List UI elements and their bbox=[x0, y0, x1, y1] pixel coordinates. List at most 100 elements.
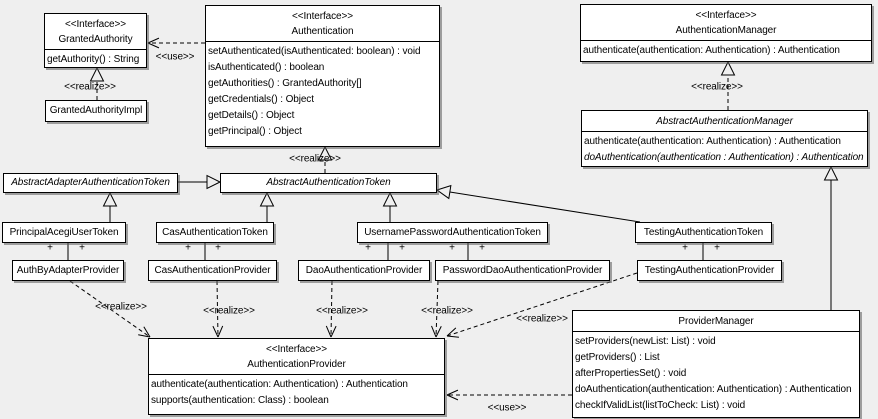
hollow-triangle-arrowhead-icon bbox=[102, 191, 118, 207]
class-title-abstract-authentication-manager: AbstractAuthenticationManager bbox=[582, 111, 867, 131]
class-name: TestingAuthenticationProvider bbox=[644, 264, 775, 276]
method-signature: supports(authentication: Class) : boolea… bbox=[151, 395, 329, 406]
edge-stereotype-label: <<realize>> bbox=[421, 305, 473, 317]
class-title-provider-manager: ProviderManager bbox=[573, 311, 859, 331]
class-title-cas-authentication-provider: CasAuthenticationProvider bbox=[149, 263, 276, 279]
association-role-label: + bbox=[399, 242, 405, 254]
class-box-username-password-authentication-token: UsernamePasswordAuthenticationToken bbox=[357, 222, 548, 243]
association-role-label: + bbox=[449, 242, 455, 254]
class-title-username-password-authentication-token: UsernamePasswordAuthenticationToken bbox=[358, 225, 547, 241]
class-box-abstract-authentication-manager: AbstractAuthenticationManager authenticat… bbox=[581, 110, 868, 167]
use-authentication-to-grantedauthority bbox=[147, 37, 205, 49]
generalize-testingtoken-to-abstracttoken bbox=[435, 184, 641, 223]
class-title-abstract-adapter-authentication-token: AbstractAdapterAuthenticationToken bbox=[4, 175, 177, 191]
class-title-testing-authentication-token: TestingAuthenticationToken bbox=[636, 225, 771, 241]
class-name: TestingAuthenticationToken bbox=[643, 226, 764, 238]
class-name: Authentication bbox=[291, 26, 354, 37]
hollow-triangle-arrowhead-icon bbox=[206, 174, 222, 190]
class-box-cas-authentication-provider: CasAuthenticationProvider bbox=[148, 260, 277, 281]
generalize-usernamepasswordtoken-to-abstracttoken bbox=[382, 191, 398, 222]
method-signature: setProviders(newList: List) : void bbox=[575, 336, 716, 347]
methods-compartment: setProviders(newList: List) : void getPro… bbox=[573, 331, 859, 417]
hollow-triangle-arrowhead-icon bbox=[382, 191, 398, 207]
stereotype-label: <<Interface>> bbox=[266, 344, 327, 355]
class-title-abstract-authentication-token: AbstractAuthenticationToken bbox=[221, 175, 436, 191]
class-name: ProviderManager bbox=[678, 316, 754, 327]
association-role-label: + bbox=[47, 242, 53, 254]
hollow-triangle-arrowhead-icon bbox=[720, 60, 736, 76]
method-signature: doAuthentication(authentication: Authent… bbox=[575, 384, 852, 395]
class-name: UsernamePasswordAuthenticationToken bbox=[364, 226, 541, 238]
method-signature: getAuthority() : String bbox=[47, 54, 140, 65]
methods-compartment: authenticate(authentication: Authenticat… bbox=[149, 374, 444, 414]
hollow-triangle-arrowhead-icon bbox=[89, 66, 105, 82]
class-title-authentication-manager: <<Interface>> AuthenticationManager bbox=[581, 5, 871, 40]
association-role-label: + bbox=[215, 242, 221, 254]
association-role-label: + bbox=[714, 242, 720, 254]
stereotype-label: <<Interface>> bbox=[292, 11, 353, 22]
class-title-cas-authentication-token: CasAuthenticationToken bbox=[157, 225, 273, 241]
edge-stereotype-label: <<realize>> bbox=[691, 81, 743, 93]
class-box-dao-authentication-provider: DaoAuthenticationProvider bbox=[298, 260, 430, 281]
class-name: AbstractAuthenticationManager bbox=[656, 116, 793, 127]
association-role-label: + bbox=[79, 242, 85, 254]
class-box-principal-acegi-user-token: PrincipalAcegiUserToken bbox=[2, 222, 126, 243]
generalize-abstractadaptertoken-to-abstracttoken bbox=[178, 174, 222, 190]
methods-compartment: authenticate(authentication: Authenticat… bbox=[582, 131, 867, 166]
class-name: GrantedAuthorityImpl bbox=[49, 105, 143, 116]
class-title-granted-authority-impl: GrantedAuthorityImpl bbox=[46, 103, 146, 119]
method-signature: getPrincipal() : Object bbox=[208, 126, 302, 137]
class-title-dao-authentication-provider: DaoAuthenticationProvider bbox=[299, 263, 429, 279]
method-signature: getCredentials() : Object bbox=[208, 94, 314, 105]
method-signature: doAuthentication(authentication : Authen… bbox=[584, 152, 864, 163]
method-signature: authenticate(authentication: Authenticat… bbox=[583, 45, 840, 56]
edge-stereotype-label: <<realize>> bbox=[95, 301, 147, 313]
edge-stereotype-label: <<use>> bbox=[487, 402, 527, 414]
method-signature: setAuthenticated(isAuthenticated: boolea… bbox=[208, 46, 421, 57]
method-signature: authenticate(authentication: Authenticat… bbox=[584, 136, 841, 147]
generalize-providermanager-to-abstractauthenticationmanager bbox=[823, 165, 839, 310]
method-signature: getAuthorities() : GrantedAuthority[] bbox=[208, 78, 362, 89]
association-role-label: + bbox=[185, 242, 191, 254]
class-name: PasswordDaoAuthenticationProvider bbox=[442, 264, 603, 276]
class-box-auth-by-adapter-provider: AuthByAdapterProvider bbox=[12, 260, 124, 281]
class-name: CasAuthenticationProvider bbox=[154, 264, 271, 276]
class-box-password-dao-authentication-provider: PasswordDaoAuthenticationProvider bbox=[435, 260, 610, 281]
class-box-authentication-manager: <<Interface>> AuthenticationManager authen… bbox=[580, 4, 872, 62]
class-name: AuthenticationManager bbox=[675, 25, 777, 36]
method-signature: authenticate(authentication: Authenticat… bbox=[151, 379, 408, 390]
class-box-testing-authentication-provider: TestingAuthenticationProvider bbox=[637, 260, 782, 281]
edge-stereotype-label: <<realize>> bbox=[516, 313, 568, 325]
class-title-principal-acegi-user-token: PrincipalAcegiUserToken bbox=[3, 225, 125, 241]
class-box-cas-authentication-token: CasAuthenticationToken bbox=[156, 222, 274, 243]
class-name: AbstractAdapterAuthenticationToken bbox=[11, 177, 170, 188]
method-signature: checkIfValidList(listToCheck: List) : vo… bbox=[575, 400, 746, 411]
methods-compartment: authenticate(authentication: Authenticat… bbox=[581, 40, 871, 61]
hollow-triangle-arrowhead-icon bbox=[823, 165, 839, 181]
hollow-triangle-arrowhead-icon bbox=[259, 191, 275, 207]
generalize-principalacegiusertoken-to-abstractadaptertoken bbox=[102, 191, 118, 222]
generalize-castoken-to-abstracttoken bbox=[259, 191, 275, 222]
edge-stereotype-label: <<realize>> bbox=[289, 153, 341, 165]
class-title-testing-authentication-provider: TestingAuthenticationProvider bbox=[638, 263, 781, 279]
class-box-abstract-authentication-token: AbstractAuthenticationToken bbox=[220, 173, 437, 193]
hollow-triangle-arrowhead-icon bbox=[435, 184, 452, 200]
edge-stereotype-label: <<realize>> bbox=[64, 81, 116, 93]
class-name: AuthenticationProvider bbox=[247, 359, 346, 370]
method-signature: isAuthenticated() : boolean bbox=[208, 62, 325, 73]
class-box-authentication: <<Interface>> Authentication setAuthentica… bbox=[205, 5, 440, 147]
class-name: DaoAuthenticationProvider bbox=[305, 264, 423, 276]
use-providermanager-to-authenticationprovider bbox=[446, 389, 572, 401]
method-signature: getProviders() : List bbox=[575, 352, 660, 363]
edge-stereotype-label: <<realize>> bbox=[203, 305, 255, 317]
class-box-authentication-provider: <<Interface>> AuthenticationProvider authe… bbox=[148, 338, 445, 415]
stereotype-label: <<Interface>> bbox=[695, 10, 757, 21]
method-signature: afterPropertiesSet() : void bbox=[575, 368, 687, 379]
association-role-label: + bbox=[479, 242, 485, 254]
methods-compartment: getAuthority() : String bbox=[45, 49, 146, 67]
class-name: AuthByAdapterProvider bbox=[16, 264, 120, 276]
class-name: PrincipalAcegiUserToken bbox=[9, 226, 119, 238]
class-title-auth-by-adapter-provider: AuthByAdapterProvider bbox=[13, 263, 123, 279]
methods-compartment: setAuthenticated(isAuthenticated: boolea… bbox=[206, 41, 439, 146]
